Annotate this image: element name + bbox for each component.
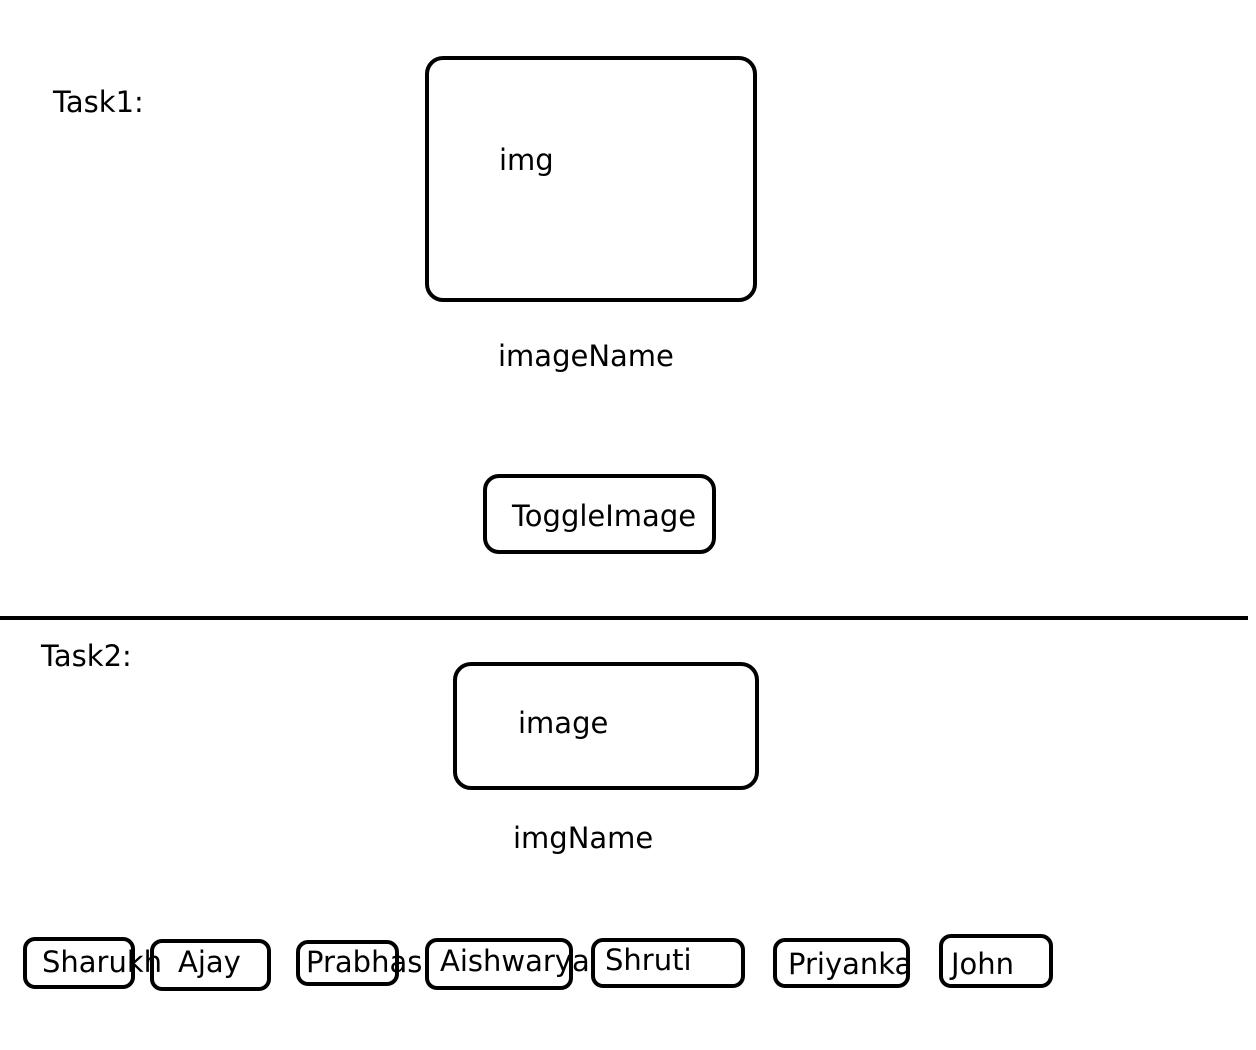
task1-image-placeholder: img xyxy=(499,143,554,177)
toggle-image-button[interactable] xyxy=(483,474,716,554)
name-button-sharukh[interactable] xyxy=(23,937,135,989)
task2-image-name: imgName xyxy=(513,821,654,855)
section-divider xyxy=(0,616,1248,620)
name-button-shruti[interactable] xyxy=(591,938,745,988)
name-button-aishwarya[interactable] xyxy=(425,938,573,990)
name-button-ajay[interactable] xyxy=(150,939,271,991)
task1-heading: Task1: xyxy=(53,85,144,119)
task2-image-placeholder: image xyxy=(518,706,609,740)
task2-image-frame xyxy=(453,662,759,790)
task1-image-name: imageName xyxy=(498,339,674,373)
name-button-priyanka[interactable] xyxy=(773,938,910,988)
name-button-john[interactable] xyxy=(939,934,1053,988)
name-button-prabhas[interactable] xyxy=(296,940,399,986)
task1-image-frame xyxy=(425,56,757,302)
task2-heading: Task2: xyxy=(41,639,132,673)
